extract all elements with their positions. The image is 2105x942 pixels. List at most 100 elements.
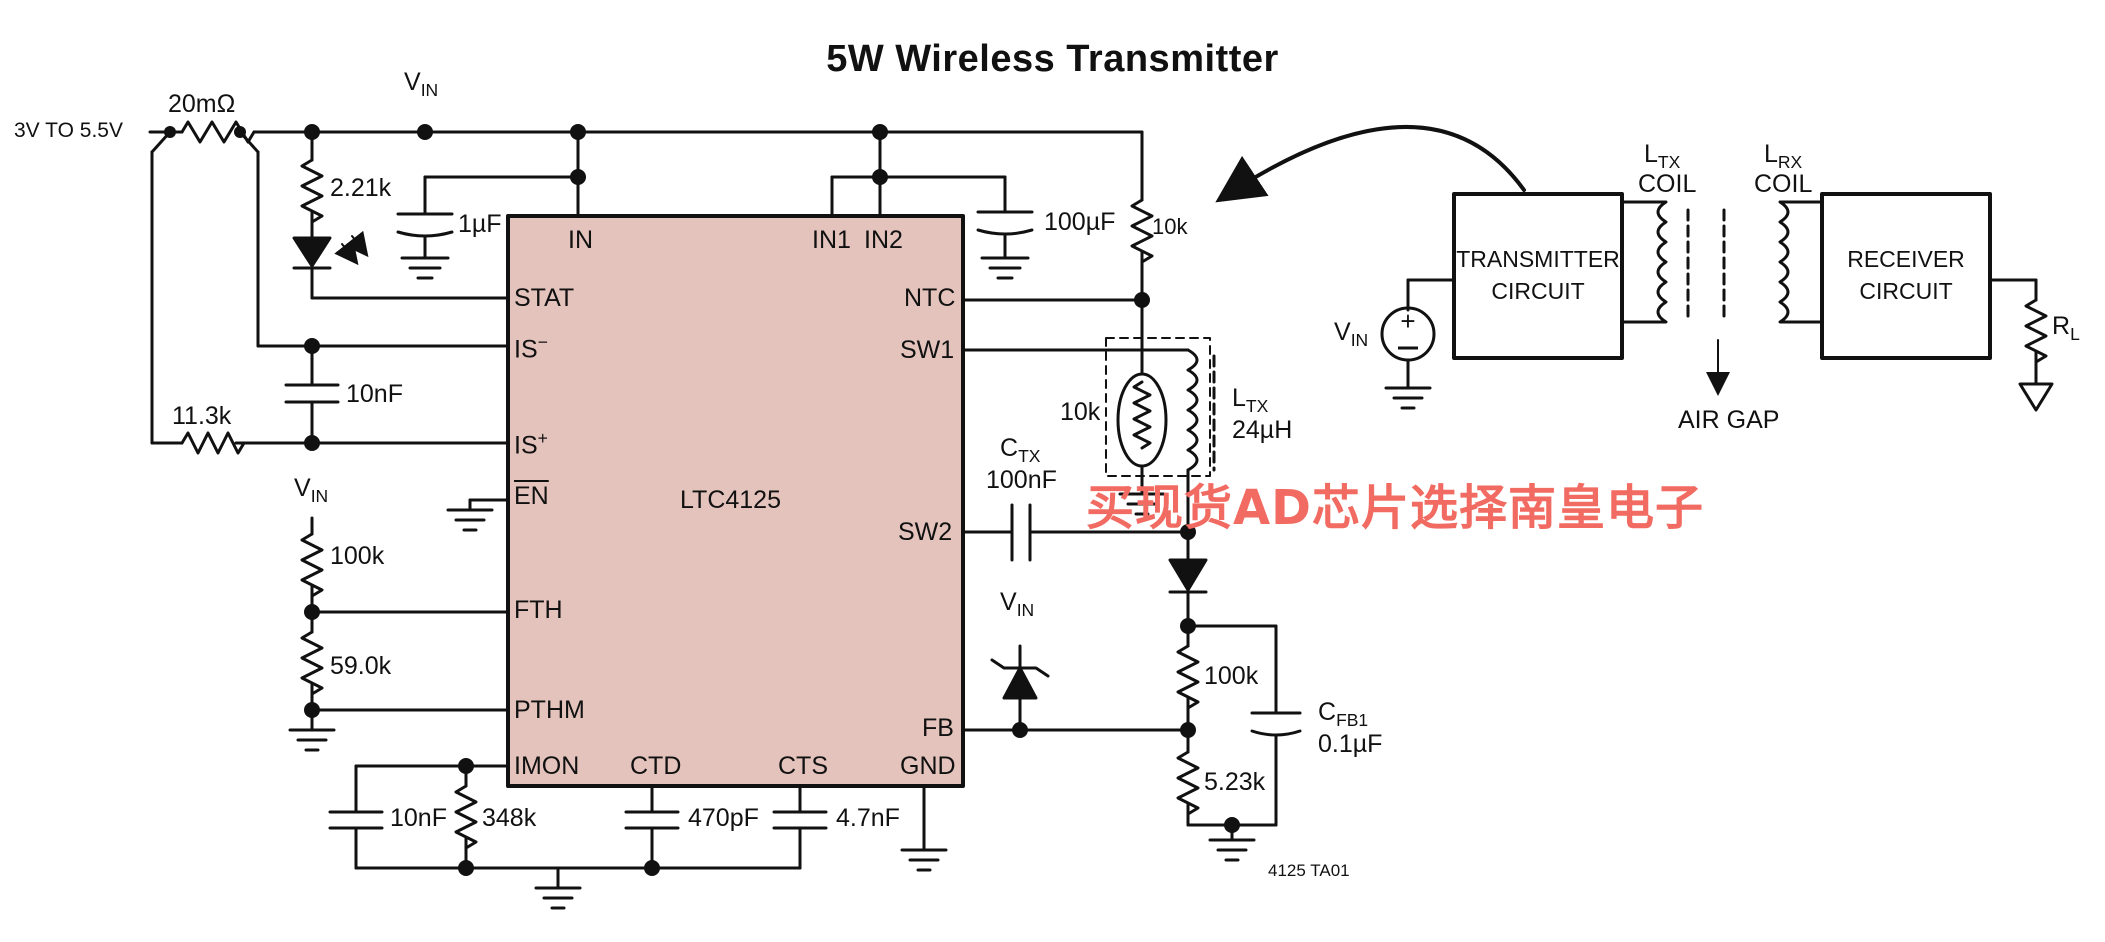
ltx-inductor xyxy=(1186,348,1199,472)
c-10n-is-label: 10nF xyxy=(346,380,403,408)
ctx-value: 100nF xyxy=(986,466,1057,494)
rl-sub: L xyxy=(2070,324,2080,344)
lrx-coil-label: LRX xyxy=(1764,142,1802,172)
pin-stat: STAT xyxy=(514,284,575,312)
zener-diode xyxy=(1002,666,1038,700)
pin-sw2: SW2 xyxy=(898,518,953,546)
pin-is-plus: IS+ xyxy=(514,428,548,460)
junction-dot xyxy=(1180,722,1196,738)
junction-dot xyxy=(458,860,474,876)
rl-label: RL xyxy=(2052,314,2080,344)
junction-dot xyxy=(644,860,660,876)
r-2k21-label: 2.21k xyxy=(330,174,392,202)
rl-text: R xyxy=(2052,312,2071,340)
pin-is-minus: IS− xyxy=(514,332,548,364)
r-5k23-label: 5.23k xyxy=(1204,768,1266,796)
ctx-text: C xyxy=(1000,434,1019,462)
resistor-100k-fb xyxy=(1176,644,1200,710)
load-resistor xyxy=(2024,298,2048,364)
pin-fb: FB xyxy=(922,714,954,742)
resistor-59k xyxy=(300,630,324,696)
air-gap-label: AIR GAP xyxy=(1678,406,1780,434)
curved-arrow xyxy=(1215,125,1526,203)
figure-id: 4125 TA01 xyxy=(1268,861,1350,880)
input-range-label: 3V TO 5.5V xyxy=(14,119,123,142)
ic-part-number: LTC4125 xyxy=(680,486,781,514)
junction-dot xyxy=(1180,524,1196,540)
c-100u-label: 100µF xyxy=(1044,208,1116,236)
pin-is-plus-label: IS xyxy=(514,431,538,460)
pin-in1: IN1 xyxy=(812,226,851,254)
resistor-10k-top xyxy=(1130,198,1154,264)
junction-dot xyxy=(1224,817,1240,833)
c-470p-label: 470pF xyxy=(688,804,759,832)
r-10k-top-label: 10k xyxy=(1152,214,1188,239)
ltx-coil xyxy=(1620,200,1668,324)
rsense-label: 20mΩ xyxy=(168,90,236,118)
vin-sub: IN xyxy=(1016,600,1035,620)
lrx-coil xyxy=(1778,200,1824,324)
pin-fth: FTH xyxy=(514,596,563,624)
pin-gnd: GND xyxy=(900,752,956,780)
plus-sign: + xyxy=(1400,306,1415,336)
junction-dot xyxy=(304,124,320,140)
ltx-sub: TX xyxy=(1245,396,1269,416)
ctx-sub: TX xyxy=(1018,446,1041,466)
vin-sub: IN xyxy=(420,80,439,100)
ltx-coil-sub: TX xyxy=(1657,152,1681,172)
junction-dot xyxy=(304,604,320,620)
vin-label-top: VIN xyxy=(404,70,438,100)
lrx-sub: RX xyxy=(1777,152,1803,172)
cfb-sub: FB1 xyxy=(1336,710,1369,730)
junction-dot xyxy=(304,338,320,354)
ic-body xyxy=(506,214,965,788)
ntc-thermistor xyxy=(1116,372,1168,468)
junction-dot xyxy=(872,124,888,140)
pin-in2: IN2 xyxy=(864,226,903,254)
r-100k-fb-label: 100k xyxy=(1204,662,1259,690)
vin-label-left: VIN xyxy=(294,476,328,506)
junction-dot xyxy=(234,126,246,138)
resistor-5k23 xyxy=(1176,750,1200,816)
receiver-label-1: RECEIVER xyxy=(1847,246,1965,272)
junction-dot xyxy=(1180,618,1196,634)
vin-label-zener: VIN xyxy=(1000,590,1034,620)
pin-ntc: NTC xyxy=(904,284,956,312)
r-100k-label: 100k xyxy=(330,542,385,570)
pin-sw1: SW1 xyxy=(900,336,955,364)
cfb-value: 0.1µF xyxy=(1318,730,1383,758)
c-4n7-label: 4.7nF xyxy=(836,804,900,832)
transmitter-label-2: CIRCUIT xyxy=(1491,278,1585,304)
pin-en: EN xyxy=(514,482,549,510)
pin-pthm: PTHM xyxy=(514,696,585,724)
block-vin-label: VIN xyxy=(1334,320,1368,350)
ltx-coil-label: LTX xyxy=(1644,142,1680,172)
resistor-348k xyxy=(454,784,478,850)
ltx-value: 24µH xyxy=(1232,416,1293,444)
lrx-text: L xyxy=(1764,140,1778,168)
vin-sub: IN xyxy=(1350,330,1369,350)
lrx-coil-word: COIL xyxy=(1754,170,1813,198)
vin-text: V xyxy=(1334,318,1351,346)
pin-cts: CTS xyxy=(778,752,828,780)
resistor-11k3 xyxy=(180,431,246,455)
junction-dot xyxy=(417,124,433,140)
vin-sub: IN xyxy=(310,486,329,506)
figure-title: 5W Wireless Transmitter xyxy=(826,38,1279,80)
c-1u-label: 1µF xyxy=(458,210,502,238)
pin-imon: IMON xyxy=(514,752,580,780)
vin-text: V xyxy=(404,68,421,96)
resistor-2k21 xyxy=(300,158,324,224)
junction-dot xyxy=(1012,722,1028,738)
ctx-label: CTX xyxy=(1000,436,1040,466)
rectifier-diode xyxy=(1168,558,1208,592)
watermark-text: 买现货AD芯片选择南皇电子 xyxy=(1086,480,1704,536)
junction-dot xyxy=(304,702,320,718)
junction-dot xyxy=(1134,292,1150,308)
c-10n-imon-label: 10nF xyxy=(390,804,447,832)
junction-dot xyxy=(570,124,586,140)
receiver-block xyxy=(1820,192,1992,360)
ltx-text: L xyxy=(1232,384,1246,412)
